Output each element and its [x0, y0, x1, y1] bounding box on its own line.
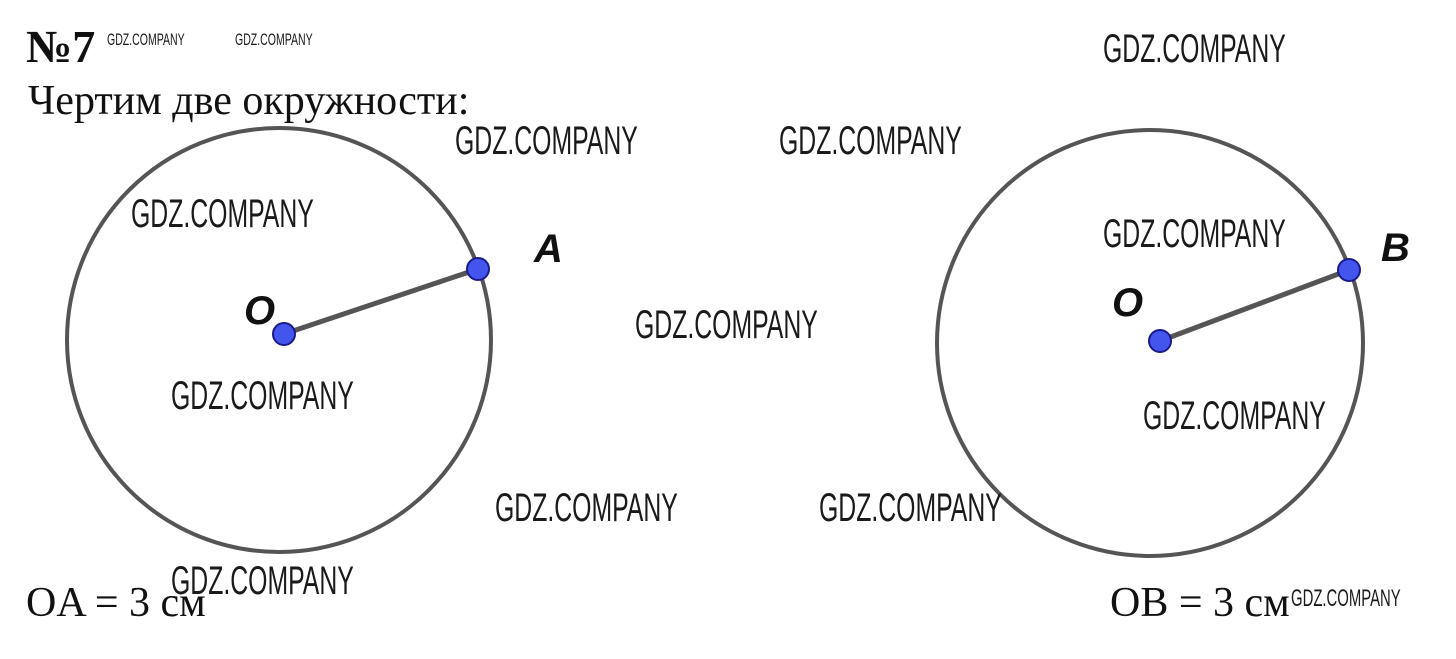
instruction-text: Чертим две окружности:: [28, 78, 470, 124]
point-b: [1337, 258, 1361, 282]
label-b: B: [1381, 226, 1410, 270]
problem-number: №7: [26, 21, 96, 72]
watermark: GDZ.COMPANY: [1143, 394, 1326, 438]
center-point-o-right: [1148, 329, 1172, 353]
radius-ob: [1159, 267, 1350, 344]
watermark: GDZ.COMPANY: [495, 486, 678, 530]
equation-oa: OA = 3 см: [26, 580, 206, 626]
watermark: GDZ.COMPANY: [1103, 27, 1286, 71]
right-circle: [935, 128, 1365, 558]
left-figure: O A: [65, 126, 563, 554]
label-o-left: O: [244, 289, 275, 333]
equation-ob: OB = 3 см: [1110, 580, 1290, 626]
left-circle: [65, 126, 493, 554]
label-a: A: [533, 227, 563, 271]
watermark: GDZ.COMPANY: [235, 30, 313, 49]
right-figure: O B: [935, 128, 1410, 558]
watermark: GDZ.COMPANY: [171, 374, 354, 418]
watermark: GDZ.COMPANY: [131, 192, 314, 236]
label-o-right: O: [1112, 281, 1143, 325]
watermark: GDZ.COMPANY: [107, 30, 185, 49]
watermark: GDZ.COMPANY: [455, 119, 638, 163]
watermark: GDZ.COMPANY: [819, 486, 1002, 530]
watermark: GDZ.COMPANY: [779, 119, 962, 163]
point-a: [466, 257, 490, 281]
center-point-o-left: [272, 322, 296, 346]
watermark: GDZ.COMPANY: [1103, 212, 1286, 256]
watermark: GDZ.COMPANY: [635, 303, 818, 347]
radius-oa: [283, 266, 479, 337]
watermark: GDZ.COMPANY: [1291, 585, 1401, 612]
watermark: GDZ.COMPANY: [171, 559, 354, 603]
